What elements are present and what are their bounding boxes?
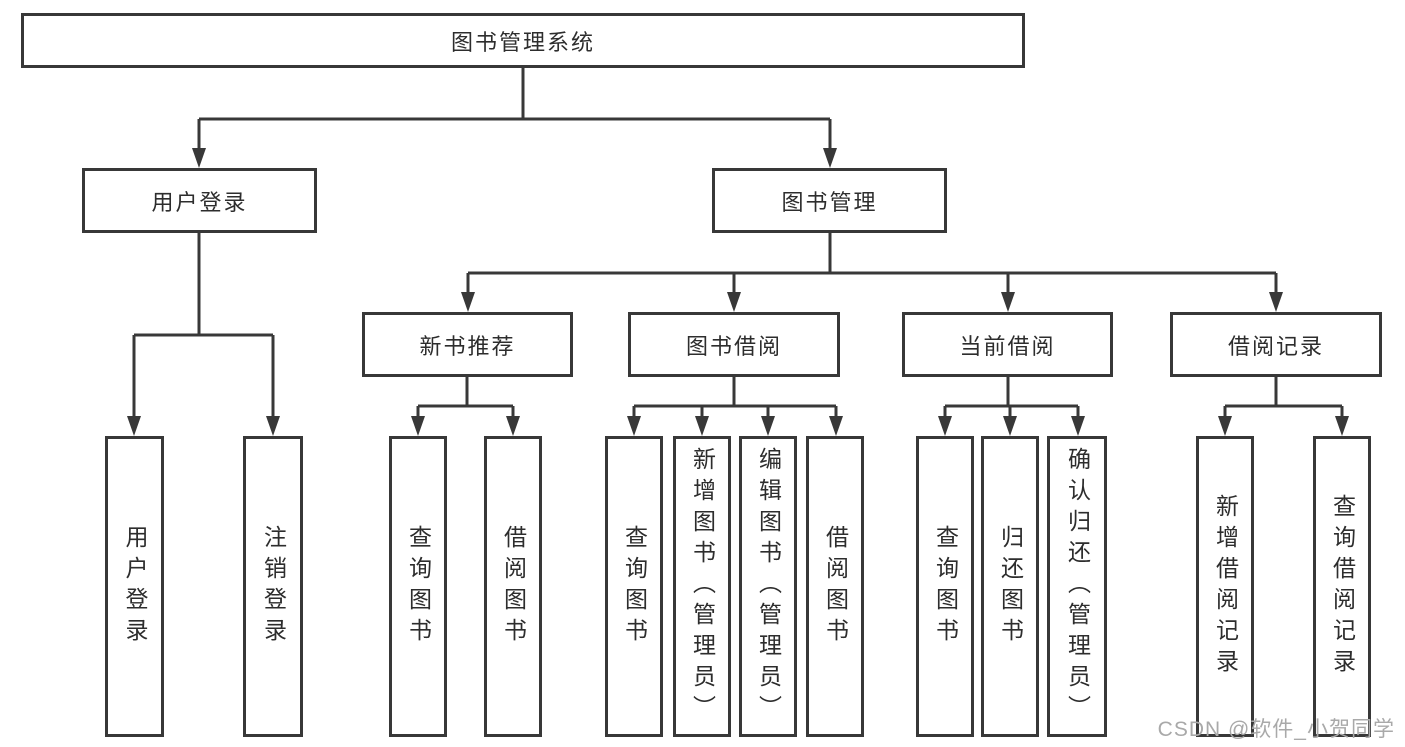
node-label: 当前借阅: [959, 333, 1056, 359]
leaf-query-borrow-record: 查询借阅记录: [1313, 436, 1371, 737]
node-label: 借阅图书: [500, 524, 527, 649]
node-label: 确认归还（管理员）: [1064, 447, 1091, 726]
csdn-watermark: CSDN @软件_小贺同学: [1157, 718, 1395, 741]
node-label: 查询图书: [405, 524, 432, 649]
node-label: 用户登录: [151, 189, 248, 215]
node-label: 归还图书: [997, 524, 1024, 649]
node-label: 新增图书（管理员）: [689, 447, 716, 726]
node-book-borrowing: 图书借阅: [628, 312, 840, 377]
leaf-confirm-return-admin: 确认归还（管理员）: [1047, 436, 1107, 737]
node-user-login-branch: 用户登录: [82, 168, 317, 233]
node-label: 查询图书: [621, 524, 648, 649]
node-borrow-records: 借阅记录: [1170, 312, 1382, 377]
node-label: 图书借阅: [685, 333, 782, 359]
node-label: 查询图书: [932, 524, 959, 649]
leaf-add-borrow-record: 新增借阅记录: [1196, 436, 1254, 737]
node-current-borrowing: 当前借阅: [902, 312, 1113, 377]
leaf-edit-books-admin: 编辑图书（管理员）: [739, 436, 797, 737]
leaf-query-books-recommend: 查询图书: [389, 436, 447, 737]
leaf-logout: 注销登录: [243, 436, 303, 737]
leaf-user-login: 用户登录: [105, 436, 164, 737]
node-label: 用户登录: [122, 524, 148, 649]
node-label: 编辑图书（管理员）: [755, 447, 782, 726]
node-label: 借阅图书: [822, 524, 849, 649]
node-label: 图书管理系统: [450, 29, 595, 55]
node-new-book-recommend: 新书推荐: [362, 312, 573, 377]
node-label: 借阅记录: [1227, 333, 1324, 359]
leaf-return-books: 归还图书: [981, 436, 1039, 737]
leaf-query-books-current: 查询图书: [916, 436, 974, 737]
leaf-borrow-books: 借阅图书: [806, 436, 864, 737]
node-label: 新增借阅记录: [1212, 493, 1239, 680]
node-book-management-branch: 图书管理: [712, 168, 947, 233]
node-label: 查询借阅记录: [1329, 493, 1356, 680]
leaf-borrow-books-recommend: 借阅图书: [484, 436, 542, 737]
leaf-add-books-admin: 新增图书（管理员）: [673, 436, 731, 737]
node-library-management-system: 图书管理系统: [21, 13, 1025, 68]
node-label: 图书管理: [781, 189, 878, 215]
node-label: 新书推荐: [419, 333, 516, 359]
leaf-query-books-borrowing: 查询图书: [605, 436, 663, 737]
node-label: 注销登录: [260, 524, 287, 649]
